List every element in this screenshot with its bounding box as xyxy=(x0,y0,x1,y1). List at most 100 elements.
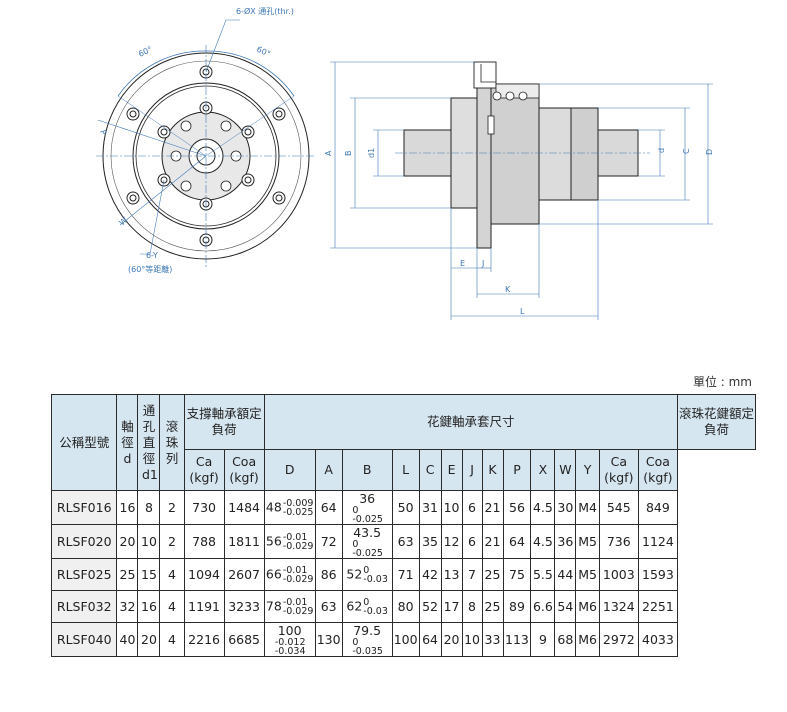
header-Y: Y xyxy=(575,449,600,491)
cell-model: RLSF020 xyxy=(50,524,118,559)
header-J: J xyxy=(461,449,483,491)
cell-ca: 788 xyxy=(183,524,225,559)
cell-P: 56 xyxy=(502,490,532,525)
header-ball-group: 滾珠花鍵額定負荷 xyxy=(677,394,756,450)
cell-W: 68 xyxy=(554,622,577,657)
cell-K: 21 xyxy=(481,524,504,559)
cell-ca: 1094 xyxy=(183,558,225,591)
cell-E: 10 xyxy=(440,490,463,525)
cell-Y: M6 xyxy=(575,590,600,623)
cell-D: 66-0.01-0.029 xyxy=(263,558,316,591)
header-W: W xyxy=(554,449,577,491)
cell-E: 13 xyxy=(440,558,463,591)
header-spline-group: 花鍵軸承套尺寸 xyxy=(263,394,679,450)
cell-model: RLSF032 xyxy=(50,590,118,623)
cell-L: 50 xyxy=(391,490,420,525)
cell-E: 17 xyxy=(440,590,463,623)
cell-balls: 4 xyxy=(159,558,185,591)
cell-J: 7 xyxy=(461,558,483,591)
label-p: P xyxy=(98,129,108,137)
front-view: 60° 60° P W 6-ØX 通孔(thr.) 6-Y (60°等距離) xyxy=(96,6,316,274)
header-P: P xyxy=(502,449,532,491)
cell-d1: 8 xyxy=(137,490,161,525)
cell-X: 5.5 xyxy=(530,558,556,591)
cell-J: 8 xyxy=(461,590,483,623)
holes-callout: 6-ØX 通孔(thr.) xyxy=(236,6,294,16)
cell-W: 44 xyxy=(554,558,577,591)
cell-W: 36 xyxy=(554,524,577,559)
cell-J: 10 xyxy=(461,622,483,657)
cell-balls: 2 xyxy=(159,490,185,525)
cell-coa2: 4033 xyxy=(637,622,679,657)
label-k: K xyxy=(505,285,511,294)
cell-Y: M5 xyxy=(575,524,600,559)
cell-X: 6.6 xyxy=(530,590,556,623)
label-c: C xyxy=(682,148,691,154)
cell-coa: 3233 xyxy=(223,590,265,623)
cell-d1: 20 xyxy=(137,622,161,657)
cell-model: RLSF025 xyxy=(50,558,118,591)
cell-K: 25 xyxy=(481,558,504,591)
header-coa: Coa (kgf) xyxy=(223,449,265,491)
cell-coa: 6685 xyxy=(223,622,265,657)
cell-D: 78-0.01-0.029 xyxy=(263,590,316,623)
cell-Y: M6 xyxy=(575,622,600,657)
label-w: W xyxy=(118,215,130,227)
unit-note: 單位 : mm xyxy=(692,375,752,389)
header-support-group: 支撐軸承額定負荷 xyxy=(183,394,265,450)
cell-C: 52 xyxy=(418,590,442,623)
cell-d: 40 xyxy=(116,622,139,657)
header-C: C xyxy=(418,449,442,491)
header-A: A xyxy=(314,449,343,491)
y-callout-note: (60°等距離) xyxy=(128,264,172,274)
y-callout: 6-Y xyxy=(146,251,158,260)
header-K: K xyxy=(481,449,504,491)
cell-K: 21 xyxy=(481,490,504,525)
cell-balls: 4 xyxy=(159,622,185,657)
table-row: RLSF025 25 15 4 1094 2607 66-0.01-0.029 … xyxy=(50,558,756,591)
header-hole-dia: 通孔直徑d1 xyxy=(137,394,161,491)
cell-d1: 10 xyxy=(137,524,161,559)
cell-A: 63 xyxy=(314,590,343,623)
cell-W: 30 xyxy=(554,490,577,525)
label-e: E xyxy=(460,259,465,268)
cell-K: 33 xyxy=(481,622,504,657)
cell-C: 31 xyxy=(418,490,442,525)
cell-d1: 15 xyxy=(137,558,161,591)
cell-J: 6 xyxy=(461,490,483,525)
cell-d: 20 xyxy=(116,524,139,559)
cell-coa: 2607 xyxy=(223,558,265,591)
cell-A: 130 xyxy=(314,622,343,657)
header-ca: Ca (kgf) xyxy=(183,449,225,491)
cell-L: 63 xyxy=(391,524,420,559)
cell-d: 32 xyxy=(116,590,139,623)
cell-coa: 1811 xyxy=(223,524,265,559)
cell-P: 89 xyxy=(502,590,532,623)
header-shaft-dia: 軸徑d xyxy=(116,394,139,491)
header-model: 公稱型號 xyxy=(50,394,118,491)
label-b: B xyxy=(344,151,353,157)
label-d1: d1 xyxy=(367,148,376,158)
header-ca2: Ca (kgf) xyxy=(598,449,639,491)
cell-ca: 1191 xyxy=(183,590,225,623)
cell-D: 48-0.009-0.025 xyxy=(263,490,316,525)
cell-C: 42 xyxy=(418,558,442,591)
cell-D: 100-0.012-0.034 xyxy=(263,622,316,657)
cell-model: RLSF040 xyxy=(50,622,118,657)
cell-X: 4.5 xyxy=(530,490,556,525)
cell-D: 56-0.01-0.029 xyxy=(263,524,316,559)
cell-K: 25 xyxy=(481,590,504,623)
header-B: B xyxy=(341,449,393,491)
cell-ca2: 545 xyxy=(598,490,639,525)
spec-table: 公稱型號 軸徑d 通孔直徑d1 滾珠列 支撐軸承額定負荷 花鍵軸承套尺寸 滾珠花… xyxy=(50,394,756,657)
cell-P: 113 xyxy=(502,622,532,657)
cell-P: 64 xyxy=(502,524,532,559)
label-d: d xyxy=(657,148,666,153)
cell-J: 6 xyxy=(461,524,483,559)
label-j: J xyxy=(481,259,484,268)
header-coa2: Coa (kgf) xyxy=(637,449,679,491)
